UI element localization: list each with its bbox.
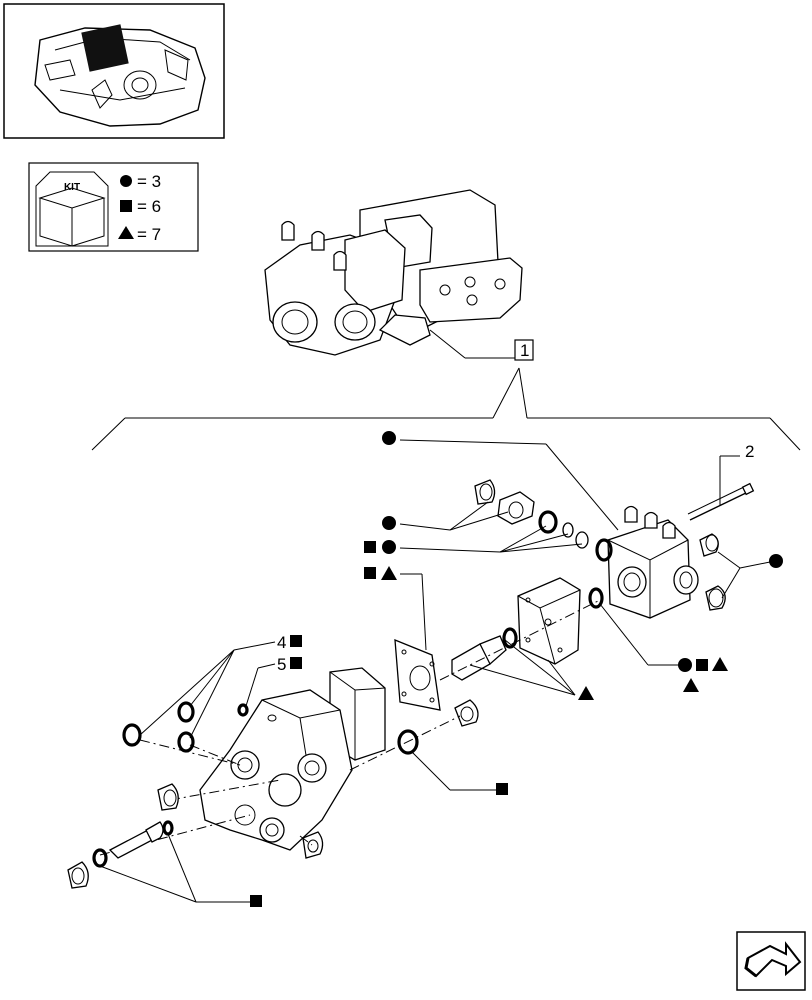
kit-row-square-text: = 6	[137, 197, 161, 216]
detail-bracket	[91, 367, 801, 451]
triangle-symbol-icon	[118, 226, 134, 239]
square-symbol-icon	[120, 200, 132, 212]
square-marker-icon	[496, 783, 508, 795]
kit-row-circle-text: = 3	[137, 172, 161, 191]
union-fitting-group	[474, 479, 613, 562]
square-marker-icon	[290, 657, 302, 669]
kit-legend: KIT = 3 = 6 = 7	[28, 162, 199, 252]
plug-and-spring-group	[67, 783, 179, 889]
callout-4-label: 4	[277, 633, 286, 652]
square-marker-icon	[364, 541, 376, 553]
circle-marker-icon	[382, 431, 396, 445]
next-page-button[interactable]	[736, 931, 806, 991]
valve-assembly-illustration	[264, 189, 523, 359]
circle-marker-icon	[769, 554, 783, 568]
square-marker-icon	[696, 659, 708, 671]
callout-1-label: 1	[520, 341, 529, 360]
valve-body-illustration	[199, 667, 479, 859]
circle-marker-icon	[678, 658, 692, 672]
square-marker-icon	[364, 567, 376, 579]
triangle-marker-icon	[683, 678, 699, 692]
circle-marker-icon	[382, 516, 396, 530]
circle-marker-icon	[382, 540, 396, 554]
long-bolt	[687, 482, 755, 521]
gasket-plate	[394, 639, 441, 711]
circle-symbol-icon	[120, 175, 132, 187]
square-marker-icon	[250, 895, 262, 907]
cover-block-illustration	[607, 505, 699, 619]
square-marker-icon	[290, 635, 302, 647]
piston-block-group	[451, 577, 604, 681]
triangle-marker-icon	[381, 566, 397, 580]
triangle-marker-icon	[578, 686, 594, 700]
callout-5-label: 5	[277, 655, 286, 674]
locator-thumbnail	[3, 3, 225, 139]
right-plugs	[699, 533, 726, 611]
kit-row-triangle-text: = 7	[137, 225, 161, 244]
callout-2-label: 2	[745, 442, 754, 461]
triangle-marker-icon	[712, 657, 728, 671]
kit-title: KIT	[64, 182, 80, 193]
